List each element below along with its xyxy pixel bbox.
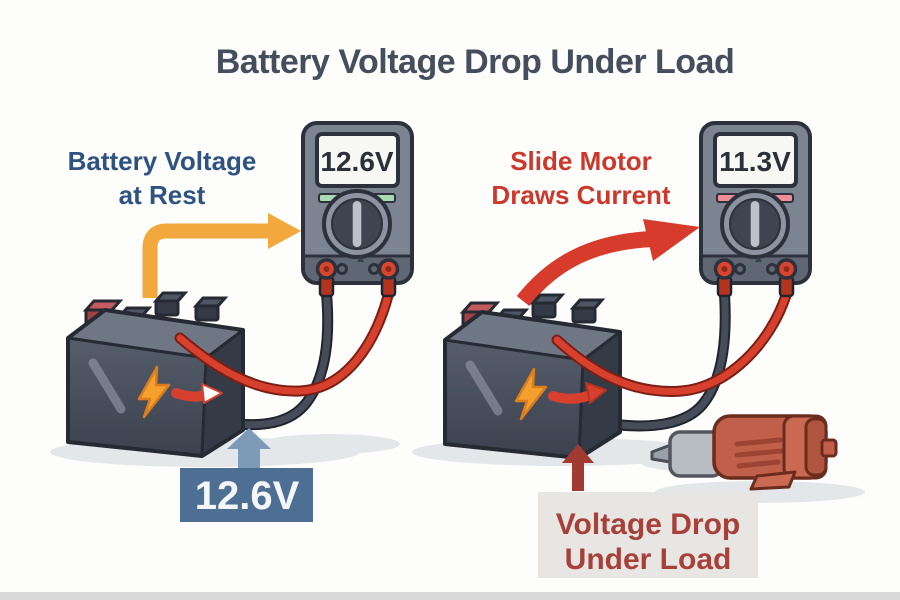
drop-badge-line2: Under Load — [565, 543, 732, 576]
meter-jack-right — [766, 263, 778, 275]
meter-jack-left — [336, 263, 348, 275]
battery-front-face — [68, 338, 206, 456]
battery-top-face — [445, 312, 620, 360]
meter-display — [315, 132, 400, 188]
meter-probe-plug-left — [318, 275, 335, 298]
meter-jack-right — [368, 263, 380, 275]
load-current-flow-arrow — [548, 382, 607, 404]
load-battery-terminal-3 — [529, 293, 566, 319]
rest-positive-cable-core — [176, 290, 392, 395]
load-drop-badge: Voltage Drop Under Load — [538, 444, 758, 578]
battery-top-face — [68, 310, 243, 358]
rest-negative-cable-core — [231, 290, 332, 429]
lightning-bolt-icon — [137, 365, 171, 419]
meter-port-right-center — [783, 266, 790, 272]
load-annotation-line1: Slide Motor — [510, 146, 652, 176]
rest-battery-terminal-4 — [192, 296, 229, 322]
motor-tab — [820, 438, 838, 458]
terminal-front — [154, 299, 180, 317]
load-battery — [443, 293, 622, 460]
meter-probe-plug-left — [716, 275, 733, 298]
voltage-badge-box — [180, 468, 313, 522]
rest-elbow-arrow-head — [268, 213, 301, 249]
drop-badge-line1: Voltage Drop — [556, 508, 740, 541]
rest-cable-shadow — [260, 434, 400, 454]
load-curved-arrow-shaft — [516, 231, 653, 307]
rest-voltage-badge: 12.6V — [180, 428, 313, 522]
battery-front-face — [445, 340, 583, 458]
slide-motor — [650, 414, 838, 491]
meter-display — [713, 132, 798, 188]
rest-positive-cable — [174, 288, 394, 397]
meter-port-left-center — [721, 266, 728, 272]
battery-highlight — [465, 360, 503, 416]
meter-probe-plug-right — [778, 275, 795, 298]
drop-badge-box — [538, 492, 758, 578]
motor-vent-2 — [734, 448, 785, 458]
meter-warning-icon — [357, 256, 364, 262]
rest-annotation-line2: at Rest — [119, 180, 206, 210]
rest-annotation-line1: Battery Voltage — [68, 146, 257, 176]
bottom-edge-strip — [0, 592, 900, 600]
rest-multimeter: 12.6V — [301, 121, 414, 298]
meter-dial-pointer — [750, 201, 760, 247]
load-multimeter: 11.3V — [699, 121, 812, 298]
terminal-front — [531, 301, 557, 319]
flow-arrow-head — [585, 382, 607, 404]
diagram-title: Battery Voltage Drop Under Load — [216, 43, 735, 81]
meter-port-right-center — [385, 266, 392, 272]
terminal-front — [571, 306, 597, 324]
meter-reading: 12.6V — [320, 146, 393, 177]
flow-arrow-shaft — [548, 390, 595, 404]
load-negative-cable-core — [608, 290, 729, 430]
load-negative-cable — [606, 288, 731, 432]
battery-outline — [66, 308, 245, 458]
load-battery-terminal-4 — [569, 298, 606, 324]
flow-arrow-shaft — [171, 388, 210, 402]
motor-vent-1 — [734, 437, 783, 447]
load-annotation: Slide Motor Draws Current — [491, 146, 670, 210]
rest-negative-cable — [229, 288, 334, 431]
battery-highlight — [88, 358, 126, 414]
motor-vent-3 — [736, 459, 781, 469]
drop-badge-up-arrow — [562, 444, 594, 491]
motor-foot — [749, 470, 797, 491]
rest-battery-terminal-3 — [152, 291, 189, 317]
meter-dial-pointer — [352, 201, 362, 247]
lightning-bolt-icon — [514, 367, 548, 421]
rest-battery — [66, 291, 245, 458]
load-curved-arrow — [516, 219, 700, 307]
rest-current-flow-arrow — [171, 383, 223, 404]
rest-elbow-arrow — [142, 213, 301, 298]
rest-annotation: Battery Voltage at Rest — [68, 146, 257, 210]
voltage-badge-up-arrow — [227, 428, 271, 470]
meter-probe-plug-right — [380, 275, 397, 298]
meter-jack-left — [734, 263, 746, 275]
voltage-badge-value: 12.6V — [195, 474, 300, 518]
rest-elbow-arrow-shaft — [142, 223, 270, 298]
load-curved-arrow-head — [643, 219, 700, 261]
load-positive-cable-core — [553, 290, 790, 395]
meter-reading: 11.3V — [719, 146, 791, 177]
battery-outline — [443, 310, 622, 460]
meter-port-left-center — [323, 266, 330, 272]
flow-arrow-head — [201, 383, 223, 404]
terminal-front — [194, 304, 220, 322]
load-annotation-line2: Draws Current — [491, 180, 670, 210]
meter-warning-icon — [755, 256, 762, 262]
load-positive-cable — [551, 288, 792, 397]
